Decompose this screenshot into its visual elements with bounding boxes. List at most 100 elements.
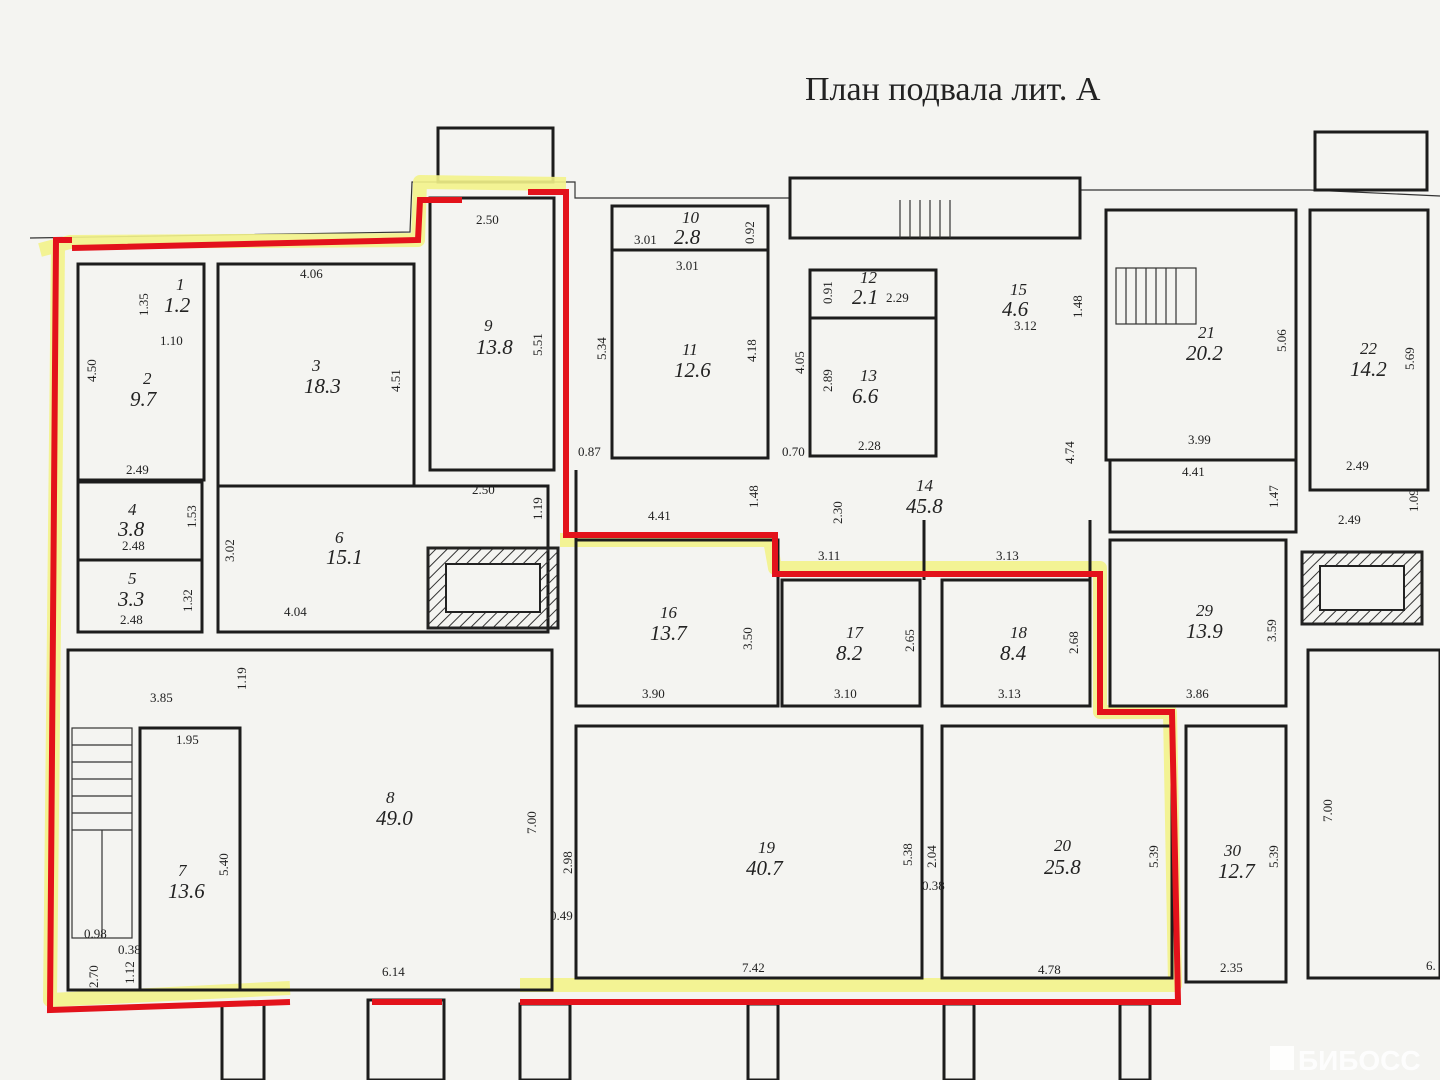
dimension-label: 5.39	[1266, 845, 1281, 868]
room-number: 21	[1198, 323, 1215, 342]
room-area: 45.8	[906, 494, 943, 518]
room-number: 29	[1196, 601, 1214, 620]
dimension-label: 2.49	[126, 462, 149, 477]
room-area: 13.6	[168, 879, 205, 903]
room-labels: 1 1.2 2 9.7 3 18.3 4 3.8 5 3.3 6 15.1 7 …	[117, 208, 1387, 903]
room-number: 20	[1054, 836, 1072, 855]
dimension-label: 2.49	[1346, 458, 1369, 473]
dimension-label: 3.01	[676, 258, 699, 273]
dimension-label: 4.05	[792, 351, 807, 374]
dimension-label: 7.00	[524, 811, 539, 834]
dimension-label: 4.50	[84, 359, 99, 382]
room-number: 7	[178, 861, 188, 880]
room-area: 12.6	[674, 358, 711, 382]
dimension-label: 5.39	[1146, 845, 1161, 868]
dimension-label: 2.35	[1220, 960, 1243, 975]
dimension-label: 1.48	[746, 485, 761, 508]
room-number: 16	[660, 603, 678, 622]
dimension-label: 2.70	[86, 965, 101, 988]
dimension-label: 1.53	[184, 505, 199, 528]
dimension-label: 5.51	[530, 333, 545, 356]
staircase-right-icon	[1115, 267, 1197, 325]
dimension-label: 1.35	[136, 293, 151, 316]
room-number: 2	[143, 369, 152, 388]
dimension-label: 4.18	[744, 339, 759, 362]
chimney-block-icon	[426, 546, 560, 630]
dimension-label: 5.38	[900, 843, 915, 866]
room-number: 5	[128, 569, 137, 588]
dimension-label: 0.70	[782, 444, 805, 459]
dimension-label: 2.30	[830, 501, 845, 524]
dimension-label: 2.65	[902, 629, 917, 652]
dimension-label: 2.68	[1066, 631, 1081, 654]
room-area: 8.4	[1000, 641, 1027, 665]
room-area: 13.7	[650, 621, 688, 645]
dimension-label: 2.48	[120, 612, 143, 627]
room-number: 15	[1010, 280, 1027, 299]
dimension-label: 3.11	[818, 548, 840, 563]
room-area: 6.6	[852, 384, 879, 408]
dimension-label: 3.99	[1188, 432, 1211, 447]
room-number: 19	[758, 838, 776, 857]
entrance-portal-right	[1313, 130, 1429, 192]
room-area: 12.7	[1218, 859, 1256, 883]
watermark-text: БИБОСС	[1298, 1045, 1421, 1076]
room-number: 10	[682, 208, 700, 227]
dimension-label: 3.86	[1186, 686, 1209, 701]
dimension-label: 0.98	[84, 926, 107, 941]
dimension-label: 0.49	[550, 908, 573, 923]
plan-title: План подвала лит. А	[805, 71, 1101, 108]
premises-boundary	[46, 189, 1182, 1014]
room-area: 4.6	[1002, 297, 1029, 321]
room-area: 49.0	[376, 806, 413, 830]
walls	[66, 196, 1440, 992]
room-number: 12	[860, 268, 878, 287]
dimension-label: 7.00	[1320, 799, 1335, 822]
room-area: 15.1	[326, 545, 363, 569]
dimension-label: 2.28	[858, 438, 881, 453]
dimension-label: 7.42	[742, 960, 765, 975]
watermark: БИБОСС	[1270, 1045, 1421, 1076]
dimension-label: 3.13	[998, 686, 1021, 701]
dimension-label: 1.10	[160, 333, 183, 348]
dimension-label: 4.41	[1182, 464, 1205, 479]
room-area: 40.7	[746, 856, 784, 880]
dimension-label: 2.89	[820, 369, 835, 392]
dimension-label: 0.87	[578, 444, 601, 459]
dimension-label: 3.12	[1014, 318, 1037, 333]
dimension-label: 5.34	[594, 337, 609, 360]
dimension-label: 2.04	[924, 845, 939, 868]
dimension-label: 0.91	[820, 281, 835, 304]
room-area: 3.8	[117, 517, 145, 541]
room-area: 14.2	[1350, 357, 1387, 381]
room-number: 22	[1360, 339, 1378, 358]
room-number: 30	[1223, 841, 1242, 860]
dimension-label: 0.38	[922, 878, 945, 893]
dimension-label: 1.48	[1070, 295, 1085, 318]
room-number: 6	[335, 528, 344, 547]
dimension-label: 4.78	[1038, 962, 1061, 977]
room-area: 3.3	[117, 587, 144, 611]
room-area: 25.8	[1044, 855, 1081, 879]
room-area: 13.9	[1186, 619, 1223, 643]
room-area: 1.2	[164, 293, 191, 317]
dimension-label: 3.10	[834, 686, 857, 701]
room-number: 11	[682, 340, 698, 359]
room-area: 18.3	[304, 374, 341, 398]
dimension-label: 3.50	[740, 627, 755, 650]
room-number: 17	[846, 623, 865, 642]
room-area: 2.8	[674, 225, 701, 249]
room-area: 9.7	[130, 387, 158, 411]
dimension-label: 4.51	[388, 369, 403, 392]
dimension-label: 5.40	[216, 853, 231, 876]
chimney-block-right-icon	[1300, 550, 1424, 626]
staircase-entrance-icon	[899, 200, 951, 238]
dimension-label: 4.74	[1062, 441, 1077, 464]
dimension-label: 3.85	[150, 690, 173, 705]
watermark-logo-icon	[1270, 1046, 1294, 1070]
dimension-label: 1.47	[1266, 485, 1281, 508]
room-number: 13	[860, 366, 877, 385]
dimension-labels: 4.06 1.35 1.10 4.50 4.51 2.49 1.53 2.48 …	[84, 212, 1436, 988]
dimension-label: 5.69	[1402, 347, 1417, 370]
dimension-label: 0.38	[118, 942, 141, 957]
